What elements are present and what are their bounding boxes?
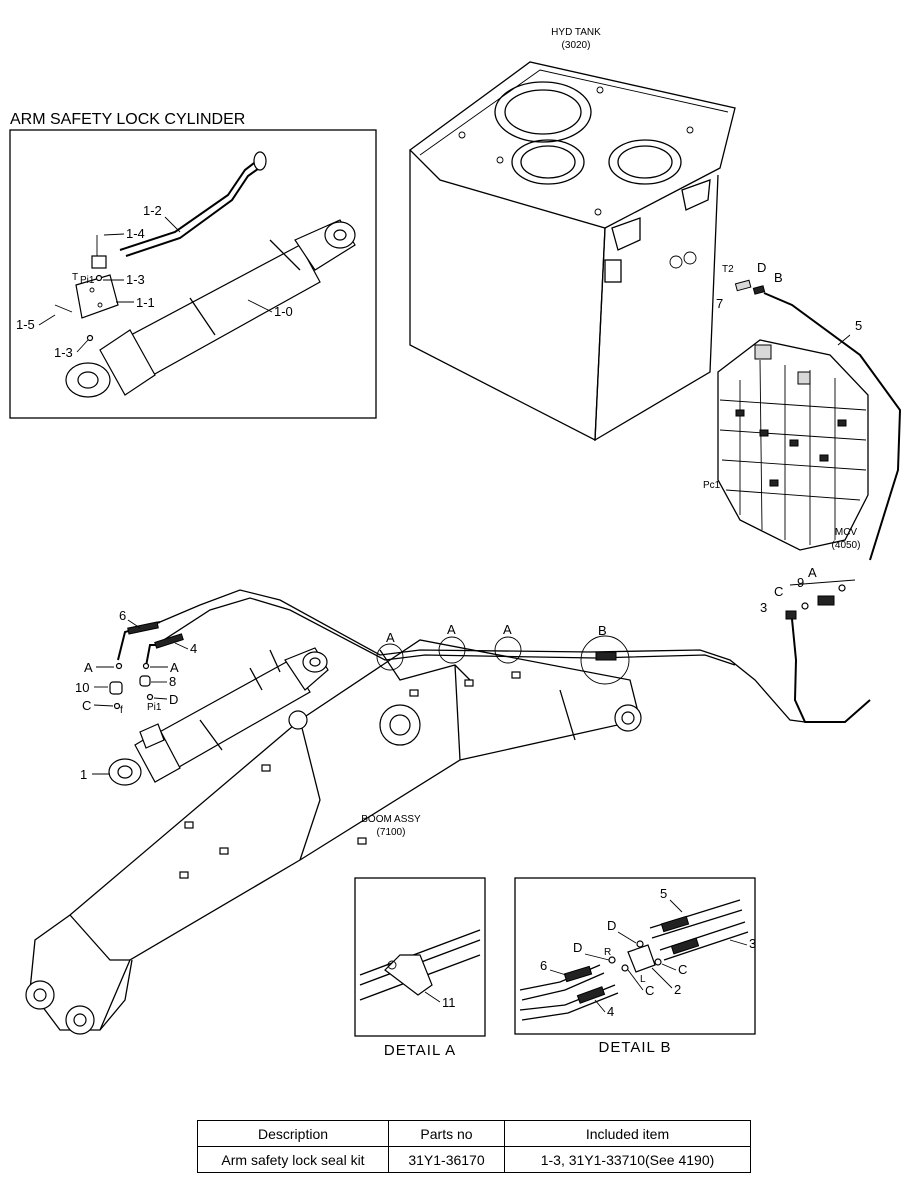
detail-b-title: DETAIL B bbox=[598, 1039, 671, 1056]
boom-label: BOOM ASSY bbox=[361, 814, 421, 825]
boom-code: (7100) bbox=[377, 827, 406, 838]
callout-a-left: A bbox=[84, 660, 93, 675]
callout-1-1: 1-1 bbox=[136, 295, 155, 310]
callout-11: 11 bbox=[442, 995, 456, 1010]
detail-a: 11 DETAIL A bbox=[354, 877, 486, 1059]
detail-marker-a2: A bbox=[447, 622, 456, 637]
callout-c-mcv: C bbox=[774, 584, 783, 599]
header-included-item: Included item bbox=[504, 1120, 751, 1147]
tank-fittings: 7 D B 5 bbox=[716, 260, 902, 561]
header-description: Description bbox=[197, 1120, 389, 1147]
callout-4-detail: 4 bbox=[607, 1004, 614, 1019]
mcv-code: (4050) bbox=[832, 540, 861, 551]
callout-d-detail2: D bbox=[573, 940, 582, 955]
cell-parts-no: 31Y1-36170 bbox=[388, 1146, 505, 1173]
callout-3-detail: 3 bbox=[749, 936, 756, 951]
detail-marker-a3: A bbox=[503, 622, 512, 637]
cell-description: Arm safety lock seal kit bbox=[197, 1146, 389, 1173]
callout-c-detail2: C bbox=[645, 983, 654, 998]
callout-5-detail: 5 bbox=[660, 886, 667, 901]
callout-b-top: B bbox=[774, 270, 783, 285]
callout-5: 5 bbox=[855, 318, 862, 333]
boom-pipes: 6 4 A A A B bbox=[117, 589, 806, 723]
port-f-label: f bbox=[120, 705, 123, 716]
port-r-label: R bbox=[604, 947, 611, 958]
callout-8: 8 bbox=[169, 674, 176, 689]
hyd-tank-code: (3020) bbox=[562, 40, 591, 51]
boom-assembly: BOOM ASSY (7100) bbox=[25, 639, 642, 1035]
callout-a-right: A bbox=[170, 660, 179, 675]
parts-table: Description Parts no Included item Arm s… bbox=[197, 1120, 751, 1173]
cell-included-item: 1-3, 31Y1-33710(See 4190) bbox=[504, 1146, 751, 1173]
arm-cylinder-main: Pi1 f A 10 C A 8 D 1 bbox=[75, 647, 329, 786]
port-pi1-main: Pi1 bbox=[147, 702, 162, 713]
callout-2-detail: 2 bbox=[674, 982, 681, 997]
callout-6: 6 bbox=[119, 608, 126, 623]
table-header-row: Description Parts no Included item bbox=[197, 1120, 751, 1147]
callout-1-0: 1-0 bbox=[274, 304, 293, 319]
port-pi1-inset: Pi1 bbox=[80, 275, 95, 286]
port-l-label: L bbox=[640, 974, 646, 985]
callout-6-detail: 6 bbox=[540, 958, 547, 973]
callout-a-mcv: A bbox=[808, 565, 817, 580]
arm-lock-title: ARM SAFETY LOCK CYLINDER bbox=[10, 111, 245, 128]
port-t-label: T bbox=[72, 272, 78, 283]
callout-d-top: D bbox=[757, 260, 766, 275]
callout-1-3-top: 1-3 bbox=[126, 272, 145, 287]
detail-a-title: DETAIL A bbox=[384, 1042, 456, 1059]
callout-10: 10 bbox=[75, 680, 89, 695]
callout-1-5: 1-5 bbox=[16, 317, 35, 332]
arm-safety-lock-inset: ARM SAFETY LOCK CYLINDER T Pi1 1-2 1-4 1… bbox=[9, 111, 377, 419]
callout-d-left: D bbox=[169, 692, 178, 707]
callout-d-detail1: D bbox=[607, 918, 616, 933]
callout-4: 4 bbox=[190, 641, 197, 656]
callout-c-left: C bbox=[82, 698, 91, 713]
hyd-tank-label: HYD TANK bbox=[551, 27, 601, 38]
port-t2-label: T2 bbox=[722, 264, 734, 275]
detail-b: R L 5 D D 3 C 6 C 2 4 DETAIL B bbox=[514, 877, 756, 1056]
callout-7: 7 bbox=[716, 296, 723, 311]
callout-9: 9 bbox=[797, 575, 804, 590]
main-control-valve: Pc1 MCV (4050) bbox=[703, 339, 869, 551]
callout-1-2: 1-2 bbox=[143, 203, 162, 218]
callout-3: 3 bbox=[760, 600, 767, 615]
header-parts-no: Parts no bbox=[388, 1120, 505, 1147]
callout-1-4: 1-4 bbox=[126, 226, 145, 241]
callout-1-3-bottom: 1-3 bbox=[54, 345, 73, 360]
callout-1: 1 bbox=[80, 767, 87, 782]
detail-marker-b: B bbox=[598, 623, 607, 638]
mcv-fittings: A 9 C 3 bbox=[760, 565, 871, 723]
detail-marker-a1: A bbox=[386, 630, 395, 645]
mcv-label: MCV bbox=[835, 527, 858, 538]
callout-c-detail1: C bbox=[678, 962, 687, 977]
table-row: Arm safety lock seal kit 31Y1-36170 1-3,… bbox=[197, 1146, 751, 1173]
hydraulic-tank: HYD TANK (3020) T2 bbox=[409, 27, 736, 442]
port-pc1-label: Pc1 bbox=[703, 480, 721, 491]
